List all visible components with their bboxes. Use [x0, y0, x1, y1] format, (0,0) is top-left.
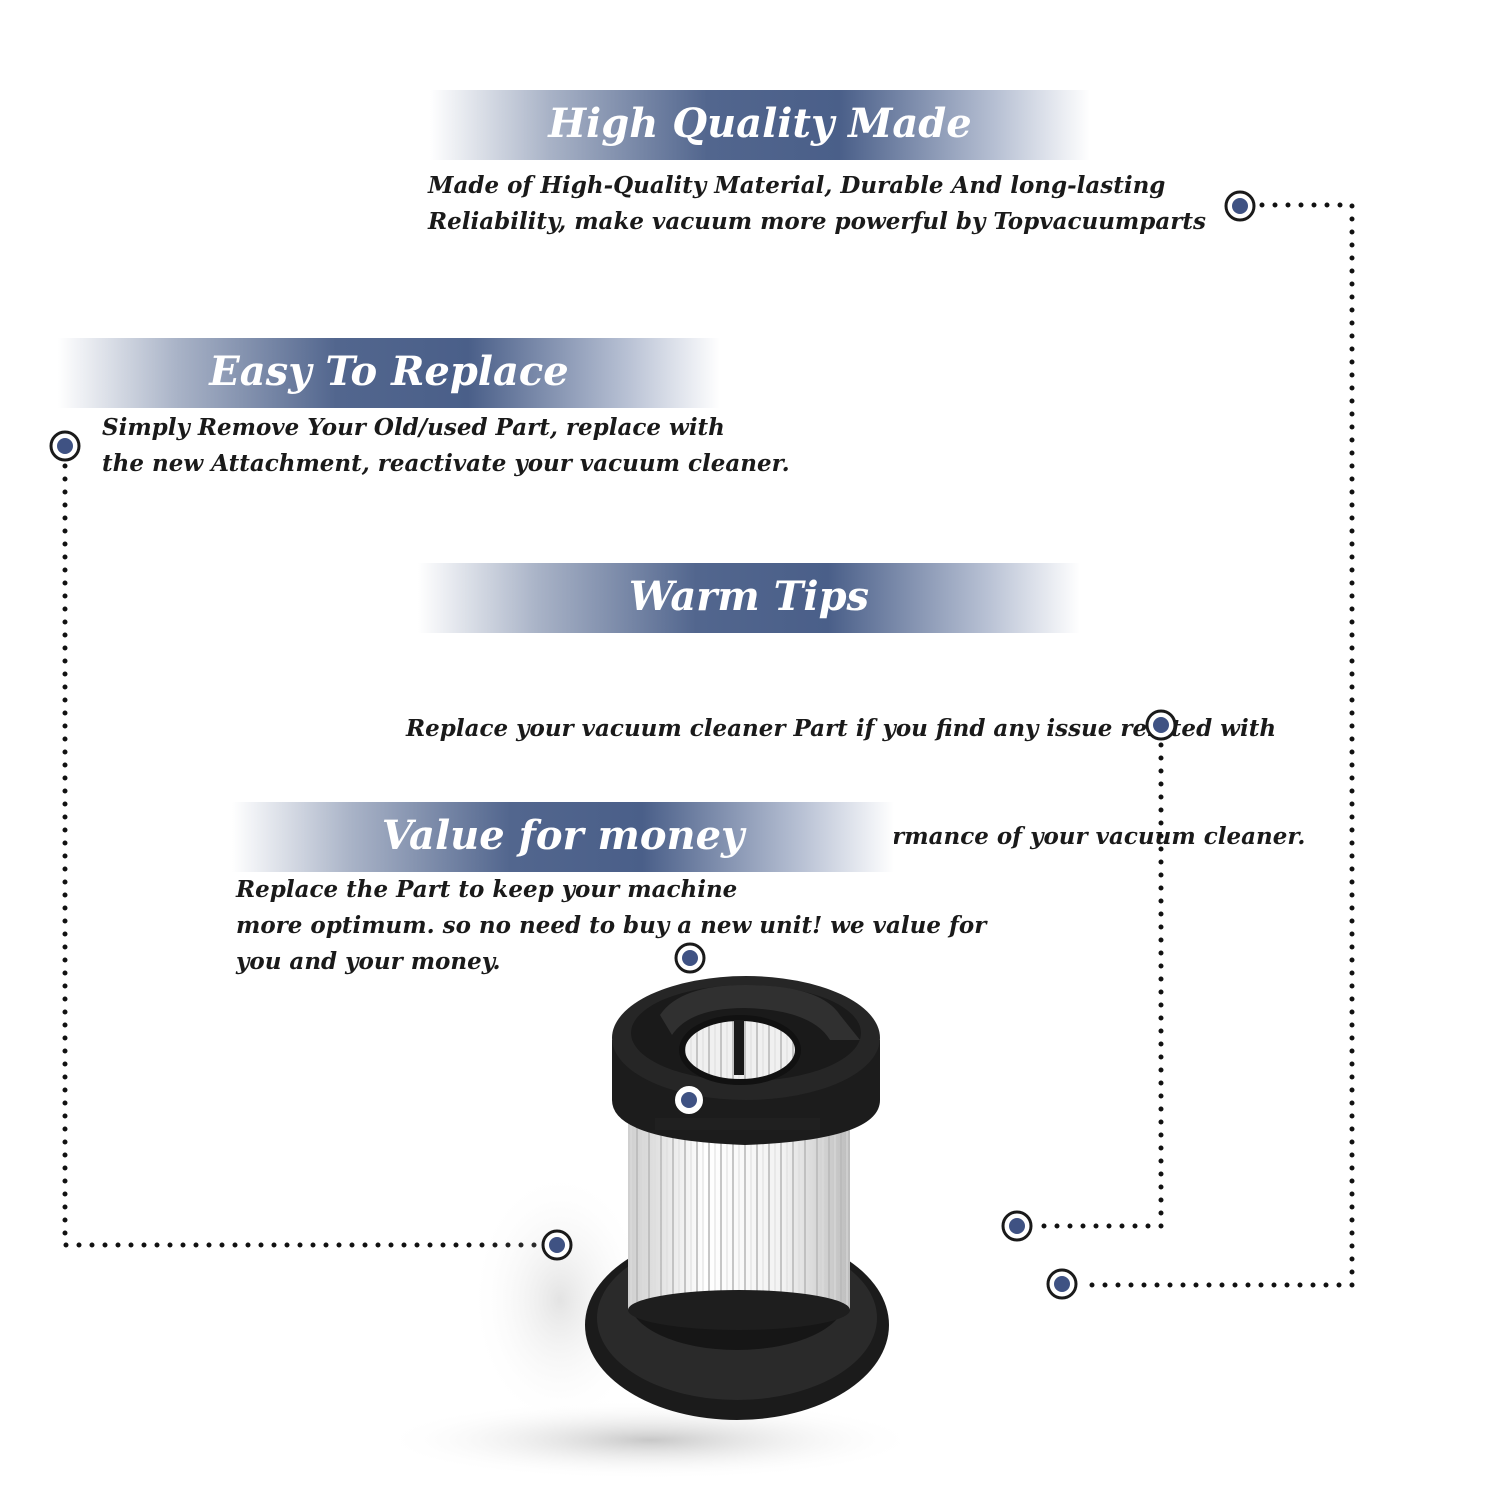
callout-dot-filter-right-lower — [1046, 1268, 1078, 1300]
dotted-path-easy-replace — [62, 463, 543, 1248]
desc-easy-replace-line-1: Simply Remove Your Old/used Part, replac… — [102, 414, 725, 441]
heading-banner-high-quality: High Quality Made — [430, 90, 1090, 160]
callout-dot-filter-top — [675, 1086, 703, 1114]
heading-high-quality: High Quality Made — [548, 100, 972, 147]
heading-banner-value-money: Value for money — [232, 802, 894, 872]
callout-dot-easy-replace — [49, 430, 81, 462]
callout-dot-value-money — [674, 942, 706, 974]
callout-dot-filter-left — [541, 1229, 573, 1261]
product-filter-image — [380, 976, 920, 1480]
heading-banner-easy-replace: Easy To Replace — [58, 338, 720, 408]
desc-value-money-line-1: Replace the Part to keep your machine — [236, 876, 738, 903]
callout-dot-high-quality — [1224, 190, 1256, 222]
desc-high-quality-line-1: Made of High-Quality Material, Durable A… — [428, 172, 1166, 199]
heading-warm-tips: Warm Tips — [628, 573, 870, 620]
heading-easy-replace: Easy To Replace — [209, 348, 569, 395]
callout-dot-filter-right-upper — [1001, 1210, 1033, 1242]
desc-easy-replace: Simply Remove Your Old/used Part, replac… — [102, 410, 790, 482]
dotted-path-high-quality — [1079, 202, 1355, 1288]
desc-easy-replace-line-2: the new Attachment, reactivate your vacu… — [102, 450, 790, 477]
heading-value-money: Value for money — [381, 812, 745, 859]
desc-high-quality: Made of High-Quality Material, Durable A… — [428, 168, 1206, 240]
dotted-path-warm-tips — [1035, 742, 1164, 1229]
desc-value-money-line-2: more optimum. so no need to buy a new un… — [236, 912, 987, 939]
desc-value-money-line-3: you and your money. — [236, 948, 501, 975]
desc-high-quality-line-2: Reliability, make vacuum more powerful b… — [428, 208, 1206, 235]
desc-value-money: Replace the Part to keep your machine mo… — [236, 872, 986, 980]
callout-dot-warm-tips — [1145, 709, 1177, 741]
heading-banner-warm-tips: Warm Tips — [418, 563, 1080, 633]
